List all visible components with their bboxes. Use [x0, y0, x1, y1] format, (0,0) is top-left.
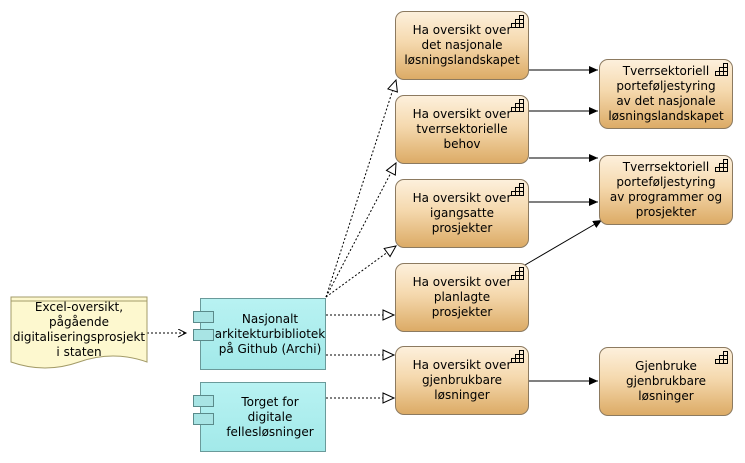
component-icon — [193, 311, 214, 323]
app-component-torget[interactable]: Torget for digitale fellesløsninger — [193, 382, 326, 452]
component-icon — [193, 413, 214, 425]
capability-r1[interactable]: Tverrsektoriell porteføljestyring av det… — [599, 59, 733, 129]
component-icon — [193, 395, 214, 407]
capability-label: Ha oversikt over tverrsektorielle behov — [412, 107, 512, 151]
capability-icon — [511, 15, 524, 28]
capability-icon — [511, 350, 524, 363]
capability-label: Ha oversikt over planlagte prosjekter — [412, 275, 512, 319]
capability-r3[interactable]: Gjenbruke gjenbrukbare løsninger — [599, 347, 733, 416]
edge-archi-c3 — [325, 245, 397, 298]
capability-label: Ha oversikt over det nasjonale løsningsl… — [404, 23, 520, 67]
capability-c1[interactable]: Ha oversikt over det nasjonale løsningsl… — [395, 11, 529, 80]
capability-icon — [511, 183, 524, 196]
capability-c2[interactable]: Ha oversikt over tverrsektorielle behov — [395, 95, 529, 164]
edge-c4-r2 — [524, 219, 603, 266]
capability-label: Ha oversikt over igangsatte prosjekter — [412, 191, 512, 235]
capability-icon — [715, 159, 728, 172]
capability-icon — [511, 267, 524, 280]
edge-archi-c2 — [325, 161, 397, 298]
capability-r2[interactable]: Tverrsektoriell porteføljestyring av pro… — [599, 155, 733, 225]
document-excel-overview: Excel-oversikt, pågående digitaliserings… — [11, 300, 147, 359]
capability-icon — [715, 351, 728, 364]
component-icon — [193, 329, 214, 341]
capability-label: Tverrsektoriell porteføljestyring av pro… — [609, 160, 723, 219]
capability-icon — [715, 63, 728, 76]
capability-label: Ha oversikt over gjenbrukbare løsninger — [412, 358, 512, 402]
capability-c4[interactable]: Ha oversikt over planlagte prosjekter — [395, 263, 529, 332]
capability-label: Tverrsektoriell porteføljestyring av det… — [608, 64, 724, 123]
document-label: Excel-oversikt, pågående digitaliserings… — [12, 300, 146, 359]
app-component-label: Torget for digitale fellesløsninger — [226, 394, 314, 439]
capability-label: Gjenbruke gjenbrukbare løsninger — [625, 359, 707, 403]
app-component-label: Nasjonalt arkitekturbibliotek på Github … — [214, 311, 326, 356]
capability-icon — [511, 99, 524, 112]
app-component-archi[interactable]: Nasjonalt arkitekturbibliotek på Github … — [193, 298, 326, 370]
capability-c5[interactable]: Ha oversikt over gjenbrukbare løsninger — [395, 346, 529, 415]
capability-c3[interactable]: Ha oversikt over igangsatte prosjekter — [395, 179, 529, 248]
